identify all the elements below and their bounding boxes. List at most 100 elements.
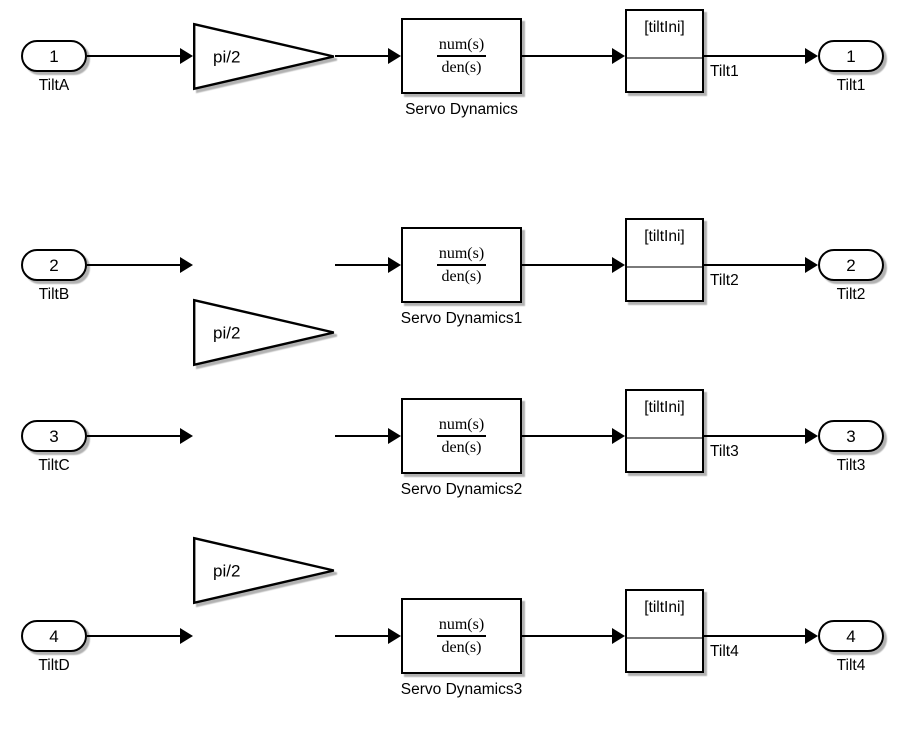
- gain-value-label: pi/2: [213, 47, 241, 66]
- signal-name-label: Tilt2: [710, 272, 739, 289]
- signal-name-label: Tilt3: [710, 443, 739, 460]
- fraction-bar: [436, 263, 487, 266]
- transfer-function-block[interactable]: num(s)den(s): [401, 227, 522, 303]
- signal-line-gain-to-transfer-function: [335, 635, 388, 637]
- signal-line-transfer-function-to-goto: [522, 264, 612, 266]
- goto-tag-label: [tiltIni]: [644, 228, 685, 245]
- signal-line-transfer-function-to-goto: [522, 55, 612, 57]
- transfer-function-fraction: num(s) den(s): [436, 615, 487, 657]
- outport-label: Tilt4: [836, 657, 866, 674]
- transfer-function-body: num(s) den(s): [401, 18, 522, 94]
- transfer-function-label: Servo Dynamics2: [400, 481, 523, 498]
- outport-block[interactable]: 2: [818, 249, 884, 281]
- fraction-bar: [436, 434, 487, 437]
- gain-block[interactable]: pi/2: [193, 22, 335, 91]
- goto-block[interactable]: [tiltIni]: [625, 389, 704, 473]
- transfer-function-fraction: num(s) den(s): [436, 415, 487, 457]
- goto-block-body: [tiltIni]: [625, 218, 704, 302]
- gain-value-label: pi/2: [213, 323, 241, 342]
- arrow-head-goto-input: [612, 428, 625, 444]
- transfer-function-label: Servo Dynamics1: [400, 310, 523, 327]
- arrow-head-transfer-function-input: [388, 628, 401, 644]
- goto-tag-label: [tiltIni]: [644, 399, 685, 416]
- transfer-function-body: num(s)den(s): [401, 227, 522, 303]
- fraction-bar: [436, 634, 487, 637]
- goto-block[interactable]: [tiltIni]: [625, 9, 704, 93]
- inport-label: TiltB: [38, 286, 70, 303]
- signal-line-goto-to-outport: [704, 635, 805, 637]
- outport-number: 3: [818, 420, 884, 452]
- goto-block-body: [tiltIni]: [625, 589, 704, 673]
- outport-number: 4: [818, 620, 884, 652]
- inport-block[interactable]: 4: [21, 620, 87, 652]
- outport-block[interactable]: 4: [818, 620, 884, 652]
- transfer-function-block[interactable]: num(s) den(s): [401, 18, 522, 94]
- gain-block[interactable]: pi/2: [193, 298, 335, 367]
- arrow-head-outport-input: [805, 48, 818, 64]
- signal-name-label: Tilt4: [710, 643, 739, 660]
- transfer-function-body: num(s) den(s): [401, 398, 522, 474]
- transfer-function-body: num(s) den(s): [401, 598, 522, 674]
- arrow-head-transfer-function-input: [388, 257, 401, 273]
- signal-line-inport-to-gain: [87, 635, 180, 637]
- transfer-function-denominator: den(s): [441, 638, 482, 656]
- transfer-function-numerator: num(s): [438, 244, 485, 262]
- transfer-function-denominator: den(s): [441, 58, 482, 76]
- signal-line-gain-to-transfer-function: [335, 435, 388, 437]
- arrow-head-gain-input: [180, 428, 193, 444]
- outport-label: Tilt3: [836, 457, 866, 474]
- inport-number: 3: [21, 420, 87, 452]
- inport-block[interactable]: 3: [21, 420, 87, 452]
- outport-number: 2: [818, 249, 884, 281]
- arrow-head-transfer-function-input: [388, 48, 401, 64]
- transfer-function-label: Servo Dynamics: [405, 101, 518, 118]
- outport-number: 1: [818, 40, 884, 72]
- goto-block[interactable]: [tiltIni]: [625, 218, 704, 302]
- signal-line-inport-to-gain: [87, 264, 180, 266]
- transfer-function-fraction: num(s) den(s): [436, 35, 487, 77]
- arrow-head-goto-input: [612, 628, 625, 644]
- outport-block[interactable]: 1: [818, 40, 884, 72]
- gain-triangle-shape: [193, 298, 335, 367]
- goto-block-body: [tiltIni]: [625, 389, 704, 473]
- signal-line-goto-to-outport: [704, 435, 805, 437]
- arrow-head-goto-input: [612, 257, 625, 273]
- transfer-function-numerator: num(s): [438, 35, 485, 53]
- transfer-function-numerator: num(s): [438, 415, 485, 433]
- gain-triangle-shape: [193, 22, 335, 91]
- transfer-function-denominator: den(s): [441, 438, 482, 456]
- goto-tag-label: [tiltIni]: [644, 19, 685, 36]
- arrow-head-outport-input: [805, 428, 818, 444]
- arrow-head-outport-input: [805, 628, 818, 644]
- inport-label: TiltC: [38, 457, 70, 474]
- arrow-head-gain-input: [180, 48, 193, 64]
- transfer-function-numerator: num(s): [438, 615, 485, 633]
- transfer-function-block[interactable]: num(s) den(s): [401, 398, 522, 474]
- goto-block[interactable]: [tiltIni]: [625, 589, 704, 673]
- goto-tag-label: [tiltIni]: [644, 599, 685, 616]
- inport-label: TiltA: [38, 77, 70, 94]
- signal-line-gain-to-transfer-function: [335, 55, 388, 57]
- signal-line-gain-to-transfer-function: [335, 264, 388, 266]
- inport-block[interactable]: 2: [21, 249, 87, 281]
- outport-block[interactable]: 3: [818, 420, 884, 452]
- gain-triangle-shape: [193, 536, 335, 605]
- goto-block-body: [tiltIni]: [625, 9, 704, 93]
- signal-line-goto-to-outport: [704, 264, 805, 266]
- signal-line-transfer-function-to-goto: [522, 635, 612, 637]
- gain-value-label: pi/2: [213, 561, 241, 580]
- signal-line-goto-to-outport: [704, 55, 805, 57]
- transfer-function-fraction: num(s)den(s): [436, 244, 487, 286]
- inport-block[interactable]: 1: [21, 40, 87, 72]
- arrow-head-goto-input: [612, 48, 625, 64]
- arrow-head-gain-input: [180, 628, 193, 644]
- outport-label: Tilt1: [836, 77, 866, 94]
- inport-label: TiltD: [38, 657, 70, 674]
- arrow-head-transfer-function-input: [388, 428, 401, 444]
- signal-line-inport-to-gain: [87, 55, 180, 57]
- gain-block[interactable]: pi/2: [193, 536, 335, 605]
- transfer-function-block[interactable]: num(s) den(s): [401, 598, 522, 674]
- inport-number: 4: [21, 620, 87, 652]
- transfer-function-label: Servo Dynamics3: [400, 681, 523, 698]
- goto-through-line: [627, 637, 702, 640]
